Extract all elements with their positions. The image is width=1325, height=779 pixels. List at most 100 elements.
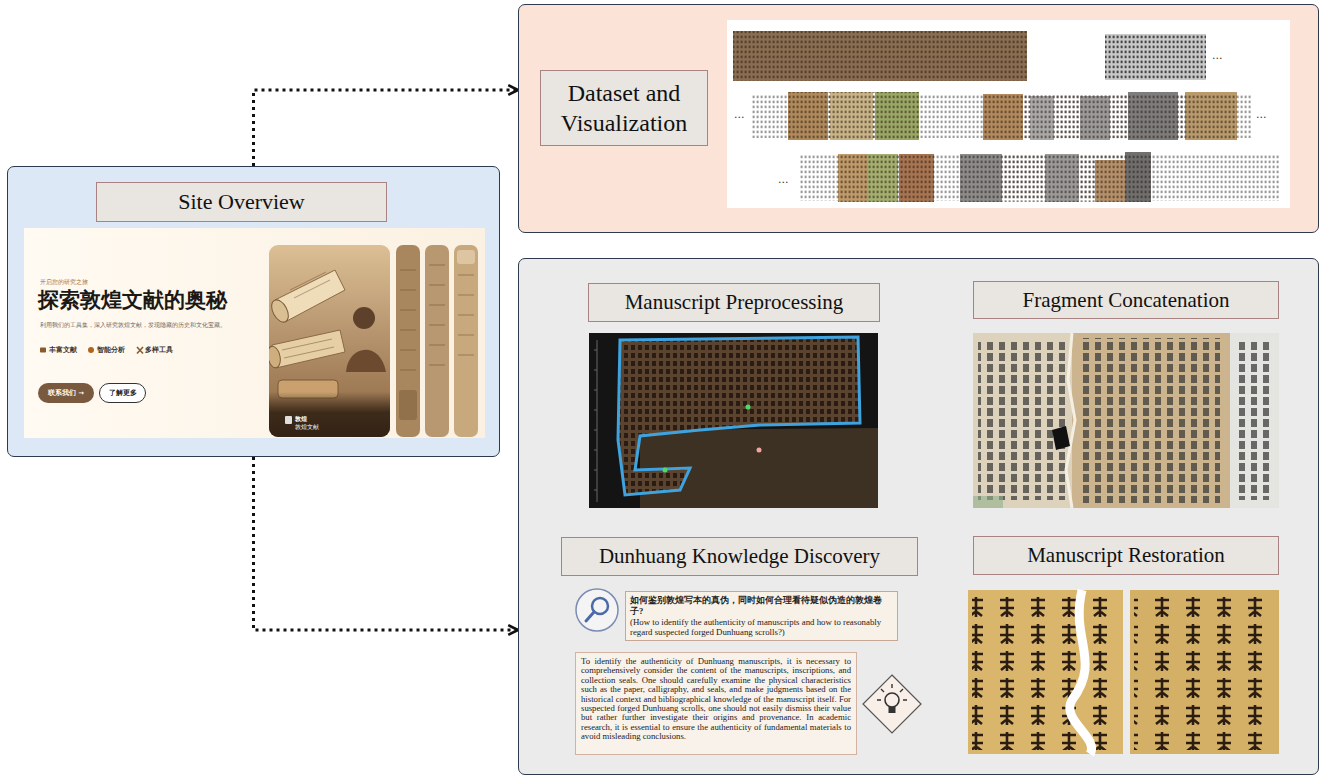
button-text: 了解更多 [109, 389, 137, 398]
button-text: 联系我们 → [48, 389, 84, 398]
photo-strips-part [454, 245, 478, 437]
ellipsis-mark: ... [734, 109, 745, 121]
concatenation-image-part [1072, 333, 1230, 508]
restoration-image-part [1134, 594, 1276, 750]
question-translation: (How to identify the authenticity of man… [630, 617, 893, 637]
ellipsis-mark: ... [1256, 109, 1267, 121]
website-screenshot: 联系我们 → 了解更多 敦煌敦煌文献 开启您的研究之旅探索敦煌文献的奥秘利用我们的工… [24, 228, 485, 438]
restoration-image [968, 590, 1279, 754]
scroll-photo [269, 245, 390, 437]
concatenation-image-part [1234, 340, 1274, 500]
concatenation-image-part [1230, 333, 1279, 508]
question-text: 如何鉴别敦煌写本的真伪，同时如何合理看待疑似伪造的敦煌卷子? [630, 595, 893, 617]
image-card: 敦煌敦煌文献 [269, 245, 390, 437]
dotted-arrow [254, 457, 519, 630]
text-holder: 利用我们的工具集，深入研究敦煌文献，发现隐藏的历史和文化宝藏。 [40, 321, 226, 329]
concatenation-image [973, 333, 1279, 508]
answer-box: To identify the authenticity of Dunhuang… [575, 652, 857, 755]
scroll-photo-part [269, 345, 282, 369]
panel-heading: Site Overview [96, 182, 387, 222]
photo-strips [396, 245, 478, 437]
text-holder: ... [734, 109, 745, 121]
search-icon [576, 589, 618, 631]
lightbulb-icon-part [889, 707, 896, 713]
card-title: 敦煌 [295, 415, 390, 423]
preprocessing-image-part [746, 405, 751, 410]
text-holder: Site Overview [96, 182, 387, 222]
scroll-photo-part [269, 392, 390, 437]
contact-button: 联系我们 → [38, 383, 94, 403]
scroll-photo-part [269, 245, 390, 437]
scroll-photo-part [282, 272, 334, 358]
dataset-strips-part [733, 31, 1027, 81]
answer-text: To identify the authenticity of Dunhuang… [581, 657, 851, 742]
kicker-text: 开启您的研究之旅 [40, 278, 88, 286]
dotted-arrow [254, 90, 519, 166]
preprocessing-image-part [597, 340, 598, 502]
overview-panel: 联系我们 → 了解更多 敦煌敦煌文献 开启您的研究之旅探索敦煌文献的奥秘利用我们的工… [7, 166, 500, 457]
scroll-photo-part [346, 350, 386, 372]
preprocessing-image-part [757, 448, 762, 453]
lightbulb-icon [863, 675, 921, 733]
section-title: Manuscript Restoration [1027, 543, 1225, 568]
dataset-strips-part [733, 31, 1027, 81]
scroll-photo-part [272, 330, 345, 368]
preprocessing-image [589, 333, 878, 508]
preprocessing-image-part [594, 350, 597, 490]
section-title: Dunhuang Knowledge Discovery [599, 544, 880, 569]
scroll-photo-part [353, 307, 375, 329]
preprocessing-image-part [663, 468, 668, 473]
section-label: Manuscript Restoration [973, 536, 1279, 575]
photo-strips-part [400, 265, 474, 370]
dataset-strips-part [727, 20, 1290, 208]
text-holder: 智能分析 [97, 346, 125, 355]
lightbulb-icon-part [885, 693, 899, 707]
section-title: Fragment Concatenation [1022, 288, 1229, 313]
photo-strips-part [396, 245, 420, 437]
text-holder: 丰富文献 [49, 346, 77, 355]
text-holder: ... [1212, 50, 1223, 62]
dataset-panel: Dataset and Visualization............ [518, 4, 1319, 233]
section-label: Dunhuang Knowledge Discovery [561, 537, 918, 576]
photo-strips-part [399, 390, 417, 420]
dataset-strips-part [800, 155, 1280, 201]
lightbulb-icon-part [877, 684, 907, 700]
text-holder: ... [1256, 109, 1267, 121]
feature-text: 智能分析 [97, 346, 125, 355]
concatenation-image-part [1080, 338, 1220, 503]
hero-subtitle: 利用我们的工具集，深入研究敦煌文献，发现隐藏的历史和文化宝藏。 [40, 321, 226, 329]
restoration-image-part [968, 590, 1123, 754]
feature-text: 多样工具 [145, 346, 173, 355]
restoration-image-part [1070, 590, 1092, 754]
hero-title: 探索敦煌文献的奥秘 [38, 288, 227, 313]
fragment-row-part [838, 154, 934, 202]
website-screenshot-art [24, 228, 485, 438]
restoration-image-part [1130, 590, 1279, 754]
scroll-photo-part [269, 297, 292, 325]
fragment-row-part [983, 94, 1237, 140]
restoration-image-part [972, 594, 1120, 750]
search-icon-part [576, 589, 618, 631]
text-holder: 探索敦煌文献的奥秘 [38, 288, 227, 313]
concatenation-image-part [973, 333, 1072, 508]
photo-strips-part [425, 245, 449, 437]
concatenation-image-part [973, 496, 1003, 508]
text-holder: 多样工具 [145, 346, 173, 355]
preprocessing-image-part [618, 337, 860, 495]
section-label: Fragment Concatenation [973, 281, 1279, 319]
dataset-strips-part [1105, 34, 1206, 80]
fragment-row [788, 92, 1237, 140]
feature-icons-part [88, 347, 94, 353]
question-box: 如何鉴别敦煌写本的真伪，同时如何合理看待疑似伪造的敦煌卷子?(How to id… [625, 591, 898, 641]
section-label: Manuscript Preprocessing [588, 283, 880, 322]
ellipsis-mark: ... [1212, 50, 1223, 62]
ellipsis-mark: ... [778, 174, 789, 186]
text-holder: 开启您的研究之旅 [40, 278, 88, 286]
preprocessing-image-part [618, 337, 860, 495]
feature-icons-part [137, 347, 143, 354]
text-holder: Dataset and Visualization [540, 70, 708, 146]
preprocessing-image-part [589, 333, 878, 508]
concatenation-image-part [1066, 333, 1075, 508]
concatenation-image-part [1052, 426, 1070, 450]
tools-panel: Manuscript Preprocessing Fragment Concate… [518, 258, 1319, 775]
